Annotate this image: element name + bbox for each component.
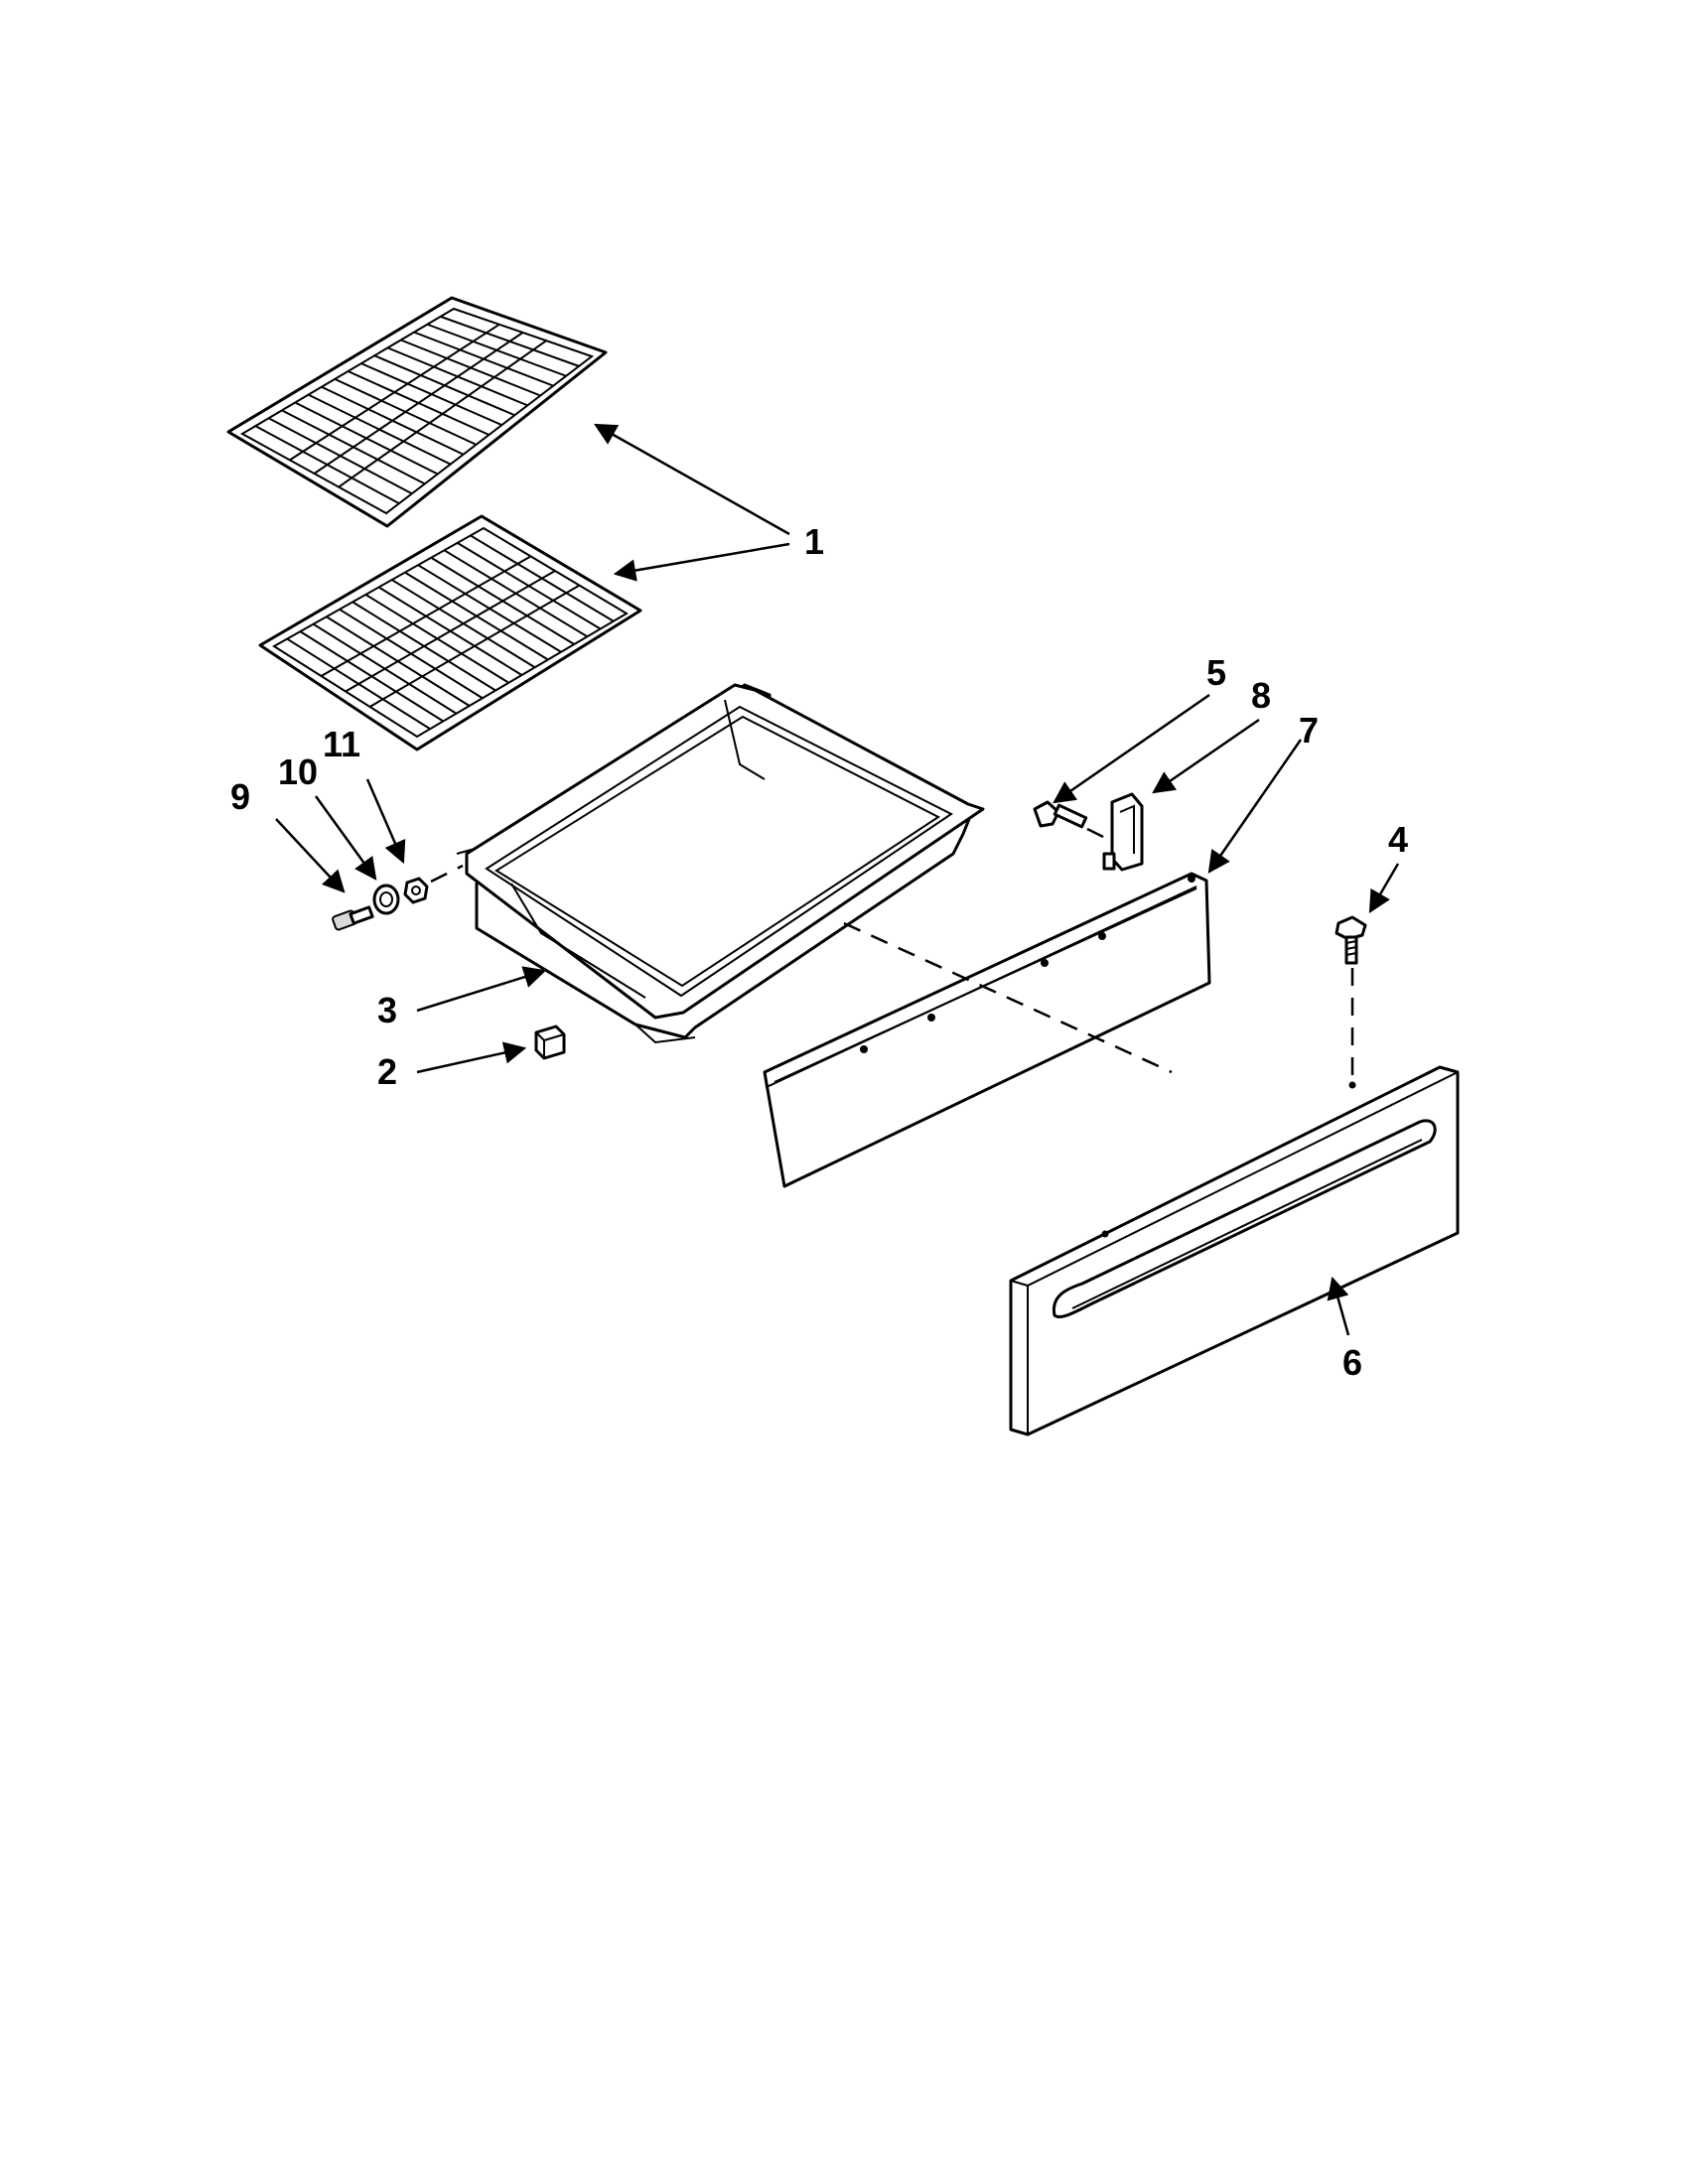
- rack-crossbar: [321, 555, 532, 677]
- callout-10: 10: [278, 751, 318, 792]
- callout-6: 6: [1342, 1342, 1362, 1383]
- rack-crossbar: [368, 584, 580, 708]
- drawer-bracket: [1102, 792, 1144, 872]
- callout-11: 11: [323, 724, 360, 764]
- callout-1: 1: [804, 521, 824, 562]
- callout-9: 9: [230, 776, 250, 817]
- callout-5: 5: [1206, 652, 1226, 693]
- callout-2: 2: [377, 1051, 397, 1092]
- callout-4: 4: [1388, 819, 1408, 860]
- rack-crossbar: [345, 570, 556, 693]
- rack-crossbar: [313, 332, 524, 475]
- drawer-front-screw: [1335, 915, 1367, 1087]
- oven-rack-lower: [258, 514, 642, 751]
- oven-rack-upper: [226, 296, 608, 528]
- roller-screw: [332, 905, 374, 931]
- drawer-pan: [456, 683, 985, 1044]
- glide-block: [534, 1024, 566, 1060]
- leader-lines: [275, 423, 1400, 1336]
- roller-nut: [403, 877, 429, 904]
- callout-3: 3: [377, 990, 397, 1030]
- drawer-inner-panel: [763, 872, 1211, 1188]
- roller-wheel: [372, 884, 400, 915]
- rack-crossbar: [338, 340, 547, 488]
- rack-crossbar: [289, 324, 500, 462]
- drawer-front-panel: [1009, 1065, 1460, 1436]
- callout-7: 7: [1299, 710, 1319, 751]
- bracket-screw: [1033, 800, 1108, 841]
- callout-8: 8: [1251, 675, 1271, 716]
